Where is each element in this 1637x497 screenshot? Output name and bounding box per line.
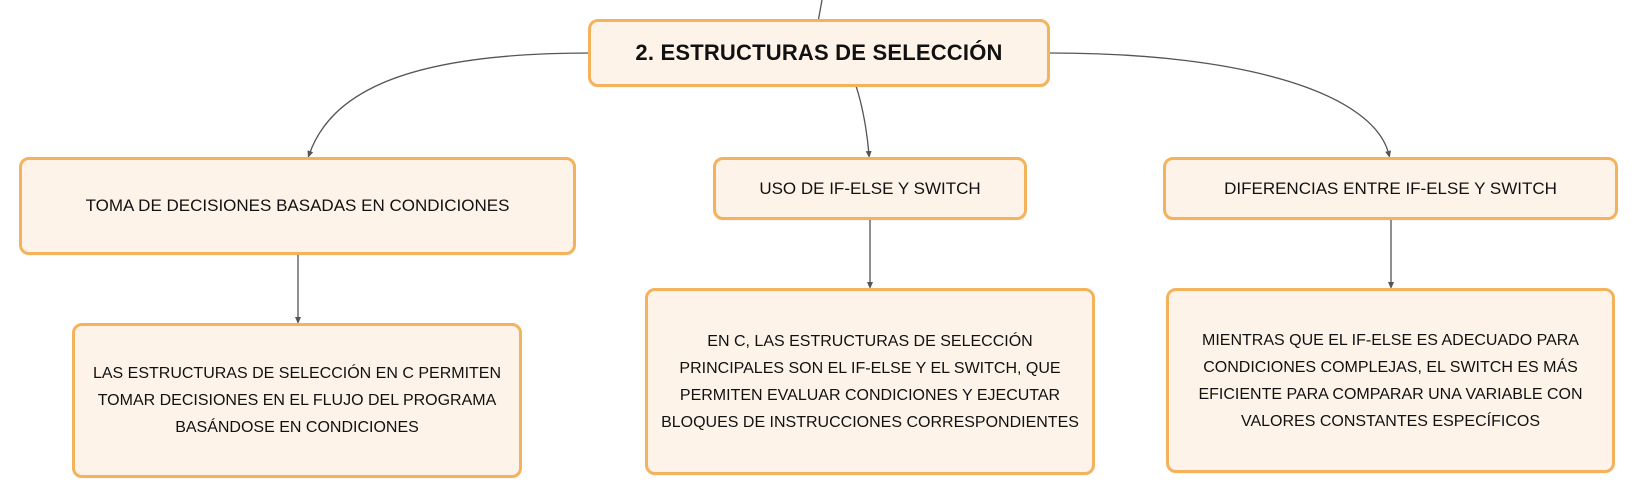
branch-node-2-label: USO DE IF-ELSE Y SWITCH: [759, 178, 981, 198]
detail-node-3-line: EFICIENTE PARA COMPARAR UNA VARIABLE CON: [1198, 385, 1583, 403]
detail-node-3-line: CONDICIONES COMPLEJAS, EL SWITCH ES MÁS: [1203, 358, 1578, 376]
branch-node-2[interactable]: USO DE IF-ELSE Y SWITCH: [713, 157, 1027, 220]
branch-node-1-label: TOMA DE DECISIONES BASADAS EN CONDICIONE…: [85, 196, 510, 215]
branch-node-3[interactable]: DIFERENCIAS ENTRE IF-ELSE Y SWITCH: [1163, 157, 1618, 220]
detail-node-1-text: LAS ESTRUCTURAS DE SELECCIÓN EN C PERMIT…: [93, 360, 501, 441]
detail-node-1-line: TOMAR DECISIONES EN EL FLUJO DEL PROGRAM…: [97, 392, 497, 409]
detail-node-3-text: MIENTRAS QUE EL IF-ELSE ES ADECUADO PARA…: [1198, 327, 1582, 435]
connector-root-to-branch-1: [307, 52, 591, 158]
root-node-label: 2. ESTRUCTURAS DE SELECCIÓN: [635, 40, 1003, 65]
branch-node-3-label: DIFERENCIAS ENTRE IF-ELSE Y SWITCH: [1224, 178, 1557, 198]
detail-node-1[interactable]: LAS ESTRUCTURAS DE SELECCIÓN EN C PERMIT…: [72, 323, 522, 478]
detail-node-2[interactable]: EN C, LAS ESTRUCTURAS DE SELECCIÓN PRINC…: [645, 288, 1095, 475]
detail-node-2-line: PRINCIPALES SON EL IF-ELSE Y EL SWITCH, …: [679, 359, 1061, 377]
root-node[interactable]: 2. ESTRUCTURAS DE SELECCIÓN: [588, 19, 1050, 87]
branch-node-1[interactable]: TOMA DE DECISIONES BASADAS EN CONDICIONE…: [19, 157, 576, 255]
detail-node-2-line: BLOQUES DE INSTRUCCIONES CORRESPONDIENTE…: [661, 413, 1079, 431]
detail-node-2-text: EN C, LAS ESTRUCTURAS DE SELECCIÓN PRINC…: [661, 328, 1079, 436]
connector-from-parent: [817, 0, 823, 23]
detail-node-1-line: BASÁNDOSE EN CONDICIONES: [175, 419, 419, 436]
detail-node-2-line: PERMITEN EVALUAR CONDICIONES Y EJECUTAR: [679, 386, 1061, 404]
connector-root-to-branch-3: [1049, 52, 1392, 158]
detail-node-2-line: EN C, LAS ESTRUCTURAS DE SELECCIÓN: [707, 332, 1033, 350]
connector-root-to-branch-2: [855, 85, 872, 158]
detail-node-1-line: LAS ESTRUCTURAS DE SELECCIÓN EN C PERMIT…: [92, 365, 502, 382]
detail-node-3[interactable]: MIENTRAS QUE EL IF-ELSE ES ADECUADO PARA…: [1166, 288, 1615, 473]
detail-node-3-line: MIENTRAS QUE EL IF-ELSE ES ADECUADO PARA: [1202, 331, 1579, 349]
detail-node-3-line: VALORES CONSTANTES ESPECÍFICOS: [1240, 412, 1540, 430]
